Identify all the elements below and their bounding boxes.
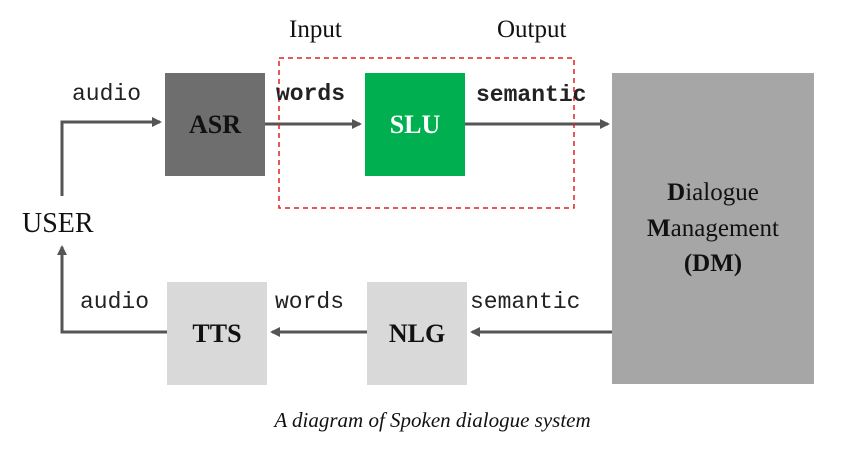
tts-label: TTS: [192, 318, 242, 348]
dm-initial-m: M: [647, 214, 671, 242]
asr-label: ASR: [188, 109, 241, 139]
dm-abbrev: (DM): [683, 250, 743, 278]
dm-text-dialogue: ialogue: [685, 179, 759, 207]
input-label: Input: [289, 16, 342, 43]
edge-label-tts-to-user: audio: [80, 289, 150, 315]
edge-label-user-to-asr: audio: [72, 81, 142, 107]
nlg-box: NLG: [367, 282, 467, 385]
diagram-caption: A diagram of Spoken dialogue system: [274, 408, 591, 432]
nlg-label: NLG: [388, 318, 446, 348]
tts-box: TTS: [167, 282, 267, 385]
arrow-tts-to-user: [57, 245, 167, 334]
dm-initial-d: D: [667, 179, 686, 207]
arrow-user-to-asr: [60, 117, 162, 196]
dm-box: Dialogue Management (DM): [612, 73, 814, 384]
dm-label: Dialogue Management (DM): [647, 175, 779, 282]
edge-label-dm-to-nlg: semantic: [470, 289, 581, 315]
dm-text-management: anagement: [670, 214, 779, 242]
slu-box: SLU: [365, 73, 465, 176]
output-label: Output: [497, 16, 567, 43]
edge-label-nlg-to-tts: words: [275, 289, 345, 315]
slu-label: SLU: [389, 109, 441, 139]
edge-label-slu-to-dm: semantic: [476, 82, 587, 108]
edge-label-asr-to-slu: words: [276, 81, 346, 107]
asr-box: ASR: [165, 73, 265, 176]
slu-highlight-box: [278, 57, 575, 209]
user-label: USER: [22, 208, 94, 239]
